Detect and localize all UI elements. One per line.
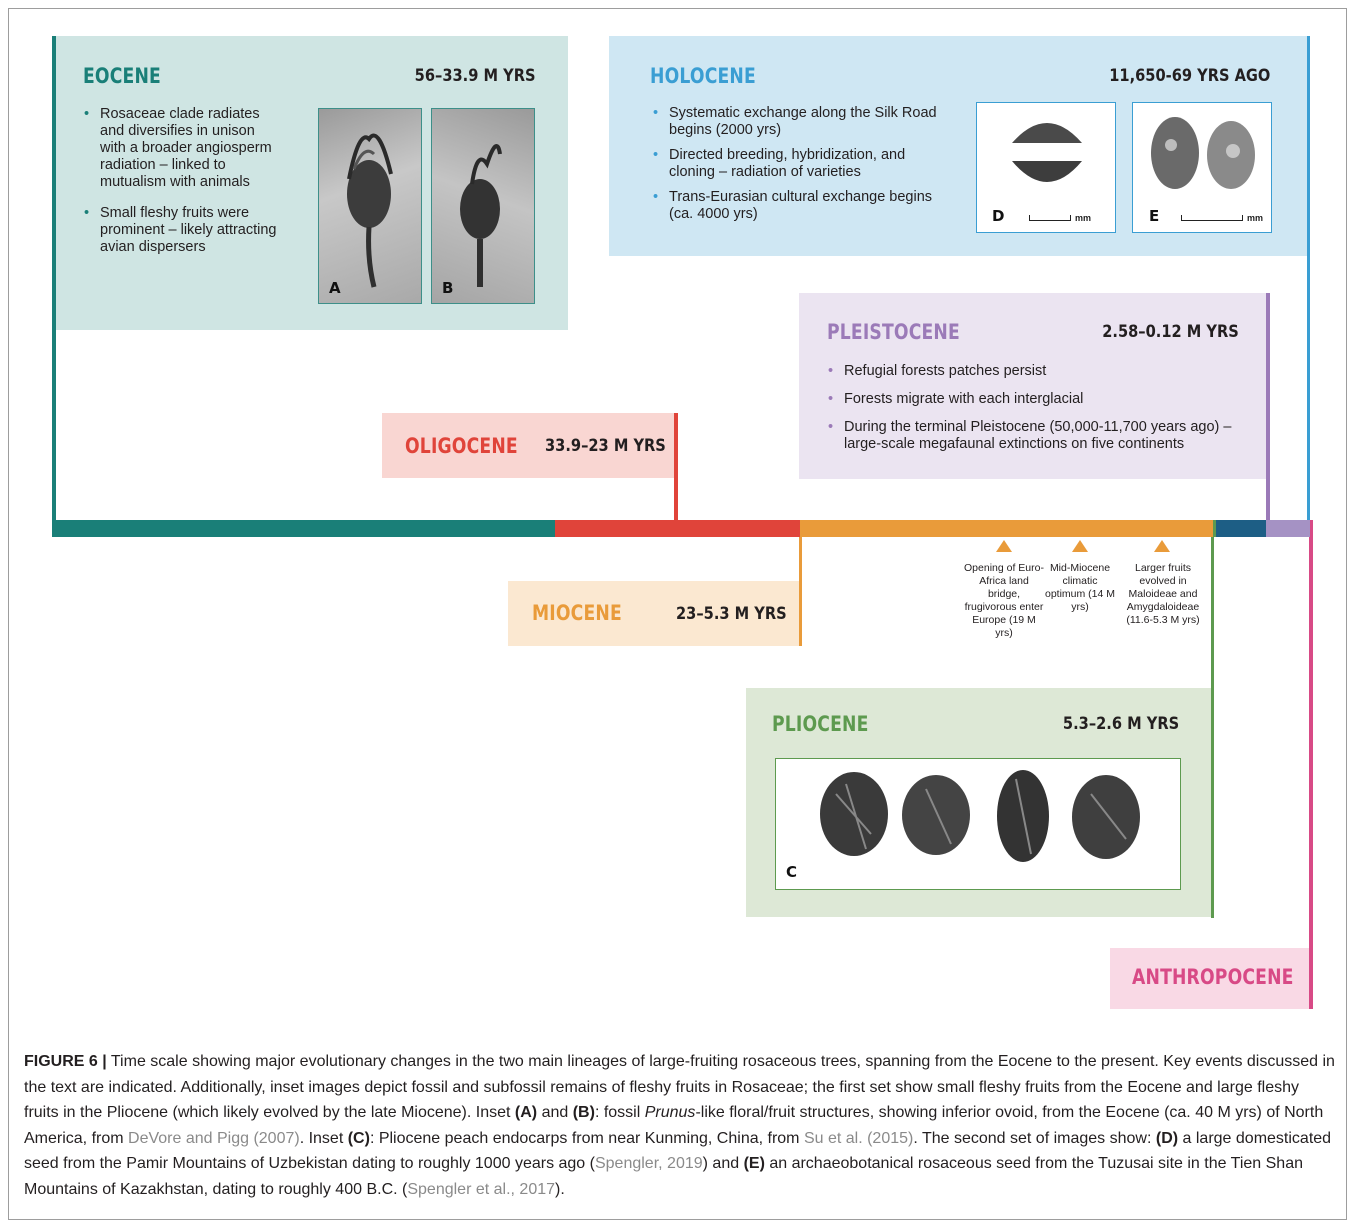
caption-ref-d: (D)	[1155, 1129, 1179, 1147]
timeline-miocene	[800, 520, 1213, 537]
pliocene-panel: PLIOCENE 5.3–2.6 M YRS C	[746, 688, 1211, 917]
caption-ref-a: (A)	[514, 1104, 538, 1121]
anthropocene-line	[1309, 520, 1313, 1009]
scale-bar-e	[1181, 215, 1243, 221]
inset-d-label: D	[992, 207, 1005, 225]
caption-text: and	[537, 1104, 573, 1121]
caption-text: : fossil	[594, 1104, 645, 1121]
caption-genus: Prunus	[644, 1104, 696, 1121]
oligocene-line	[674, 413, 678, 528]
pliocene-title: PLIOCENE	[772, 712, 869, 736]
holocene-bullets: Systematic exchange along the Silk Road …	[651, 105, 951, 231]
holocene-bullet-1: Systematic exchange along the Silk Road …	[651, 105, 951, 139]
caption-ref-c: (C)	[347, 1129, 370, 1147]
caption-ref-e: (E)	[743, 1155, 765, 1172]
timeline-pliocene	[1213, 520, 1216, 537]
miocene-line	[799, 528, 802, 646]
inset-a-photo: A	[318, 108, 422, 304]
anthropocene-panel: ANTHROPOCENE	[1110, 948, 1309, 1009]
eocene-bullet-2: Small fleshy fruits were prominent – lik…	[82, 205, 278, 256]
oligocene-panel: OLIGOCENE 33.9–23 M YRS	[382, 413, 674, 478]
eocene-bullet-1: Rosaceae clade radiates and diversifies …	[82, 106, 278, 191]
caption-text: : Pliocene peach endocarps from near Kun…	[369, 1129, 804, 1147]
pleistocene-title: PLEISTOCENE	[827, 320, 960, 344]
pleistocene-bullet-3: During the terminal Pleistocene (50,000-…	[826, 419, 1246, 453]
citation-link[interactable]: Su et al. (2015)	[803, 1129, 914, 1147]
event-marker-1	[996, 540, 1012, 552]
caption-text: . The second set of images show:	[913, 1129, 1156, 1147]
peach-endocarps-icon	[820, 770, 1140, 862]
holocene-title: HOLOCENE	[650, 64, 756, 88]
caption-text: -like floral/fruit structures, showing i…	[24, 1104, 1324, 1147]
inset-d-photo: D mm	[976, 102, 1116, 233]
pliocene-line	[1211, 528, 1214, 918]
holocene-date: 11,650-69 YRS AGO	[1108, 66, 1270, 86]
timeline-holocene	[1266, 520, 1310, 537]
pleistocene-date: 2.58–0.12 M YRS	[1102, 322, 1239, 342]
inset-e-photo: E mm	[1132, 102, 1272, 233]
inset-c-label: C	[786, 863, 798, 881]
inset-b-label: B	[442, 279, 454, 297]
pleistocene-bullet-2: Forests migrate with each interglacial	[826, 391, 1246, 408]
caption-label: FIGURE 6 |	[24, 1053, 107, 1070]
timeline-oligocene	[555, 520, 800, 537]
anthropocene-title: ANTHROPOCENE	[1132, 965, 1294, 989]
holocene-line	[1307, 36, 1310, 528]
seed-d-icon	[1012, 123, 1082, 182]
pliocene-date: 5.3–2.6 M YRS	[1062, 714, 1179, 734]
eocene-bullets: Rosaceae clade radiates and diversifies …	[82, 106, 278, 264]
fossil-flower-b-icon	[460, 144, 502, 287]
pleistocene-bullet-1: Refugial forests patches persist	[826, 363, 1246, 380]
miocene-panel: MIOCENE 23–5.3 M YRS	[508, 581, 799, 646]
pleistocene-bullets: Refugial forests patches persist Forests…	[826, 363, 1246, 461]
holocene-bullet-3: Trans-Eurasian cultural exchange begins …	[651, 189, 951, 223]
caption-text: Time scale showing major evolutionary ch…	[24, 1053, 1335, 1121]
inset-a-label: A	[329, 279, 341, 297]
caption-text: an archaeobotanical rosaceous seed from …	[24, 1155, 1303, 1198]
timeline-pleistocene-holocene	[1216, 520, 1266, 537]
event-marker-2	[1072, 540, 1088, 552]
citation-link[interactable]: Spengler et al., 2017	[407, 1180, 556, 1198]
holocene-bullet-2: Directed breeding, hybridization, and cl…	[651, 147, 951, 181]
scale-bar-d	[1029, 215, 1071, 221]
caption-text: . Inset	[299, 1129, 348, 1147]
caption-text: ) and	[702, 1155, 744, 1172]
event-land-bridge: Opening of Euro-Africa land bridge, frug…	[964, 562, 1044, 639]
caption-text: ).	[555, 1180, 565, 1198]
caption-ref-b: (B)	[572, 1104, 595, 1121]
pleistocene-line	[1266, 293, 1270, 528]
oligocene-date: 33.9–23 M YRS	[545, 436, 666, 456]
eocene-line	[52, 36, 56, 536]
inset-b-photo: B	[431, 108, 535, 304]
seed-e-icon	[1151, 117, 1255, 189]
event-marker-3	[1154, 540, 1170, 552]
fossil-flower-a-icon	[347, 133, 393, 288]
pleistocene-panel: PLEISTOCENE 2.58–0.12 M YRS Refugial for…	[799, 293, 1266, 479]
timeline-eocene	[52, 520, 555, 537]
scale-unit-d: mm	[1075, 213, 1092, 223]
miocene-title: MIOCENE	[532, 601, 622, 625]
inset-c-photo: C	[775, 758, 1181, 890]
scale-unit-e: mm	[1247, 213, 1264, 223]
citation-link[interactable]: DeVore and Pigg (2007)	[128, 1129, 300, 1147]
event-larger-fruits: Larger fruits evolved in Maloideae and A…	[1126, 562, 1200, 626]
caption-text: a large domesticated seed from the Pamir…	[24, 1129, 1332, 1173]
eocene-date: 56–33.9 M YRS	[414, 66, 535, 86]
inset-e-label: E	[1149, 207, 1160, 225]
figure-caption: FIGURE 6 | Time scale showing major evol…	[24, 1049, 1336, 1202]
miocene-date: 23–5.3 M YRS	[676, 604, 787, 624]
oligocene-title: OLIGOCENE	[405, 434, 518, 458]
eocene-panel: EOCENE 56–33.9 M YRS Rosaceae clade radi…	[56, 36, 568, 330]
citation-link[interactable]: Spengler, 2019	[594, 1155, 703, 1172]
holocene-panel: HOLOCENE 11,650-69 YRS AGO Systematic ex…	[609, 36, 1307, 256]
eocene-title: EOCENE	[83, 64, 161, 88]
event-climatic-optimum: Mid-Miocene climatic optimum (14 M yrs)	[1044, 562, 1116, 613]
figure-frame	[8, 8, 1347, 1220]
